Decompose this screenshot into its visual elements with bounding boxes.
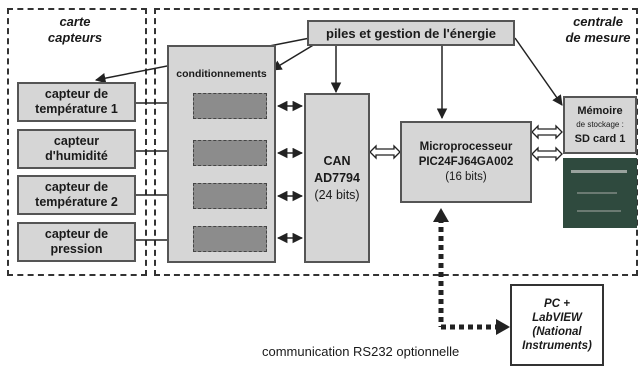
sensor-board-label-line2: capteurs: [47, 30, 103, 45]
adc-line3: (24 bits): [314, 187, 360, 202]
memory-box: Mémoire de stockage : SD card 1: [563, 96, 637, 154]
memory-line1: Mémoire: [577, 105, 623, 117]
sensor-temperature-1: capteur de température 1: [17, 82, 136, 122]
sensor-board-label-line1: carte: [59, 14, 91, 29]
sensor-humidity-line2: d'humidité: [45, 149, 108, 163]
rs232-caption-text: communication RS232 optionnelle: [262, 344, 460, 359]
power-to-memory-arrow: [514, 37, 563, 106]
mcu-display-bus-arrow: [531, 146, 563, 162]
sensor-pressure-line2: pression: [50, 242, 103, 256]
sensor-pressure: capteur de pression: [17, 222, 136, 262]
sensor-pressure-line1: capteur de: [44, 227, 109, 241]
sensor-temperature-2-line2: température 2: [35, 195, 118, 209]
conditioning-cell-1: [193, 93, 267, 119]
measurement-unit-region: [154, 8, 638, 276]
conditioning-cell-3: [193, 183, 267, 209]
mcu-memory-bus-arrow: [531, 124, 563, 140]
rs232-right-arrowhead: [496, 319, 510, 335]
sensor-temperature-2: capteur de température 2: [17, 175, 136, 215]
pc-line3: (National: [532, 326, 582, 338]
sensor-temperature-1-line2: température 1: [35, 102, 118, 116]
measurement-unit-label-line2: de mesure: [565, 30, 631, 45]
pc-labview-box: PC + LabVIEW (National Instruments): [510, 284, 604, 366]
sensor-humidity-line1: capteur: [53, 134, 100, 148]
conditioning-cell-2: [193, 140, 267, 166]
memory-line2: de stockage :: [576, 120, 624, 129]
rs232-caption: communication RS232 optionnelle: [262, 344, 512, 359]
measurement-unit-label-line1: centrale: [573, 14, 623, 29]
rs232-top-arrowhead: [433, 208, 449, 222]
sensor-humidity: capteur d'humidité: [17, 129, 136, 169]
conditioning-label: conditionnements: [176, 68, 267, 80]
pc-line2: LabVIEW: [532, 312, 582, 324]
microprocessor-line2: PIC24FJ64GA002: [418, 155, 514, 168]
memory-line3: SD card 1: [574, 133, 626, 145]
sensor-board-region: [7, 8, 147, 276]
power-management-box: piles et gestion de l'énergie: [307, 20, 515, 46]
conditioning-cell-4: [193, 226, 267, 252]
microprocessor-line1: Microprocesseur: [419, 140, 513, 153]
pc-line1: PC +: [544, 298, 570, 310]
sensor-temperature-2-line1: capteur de: [44, 180, 109, 194]
display-scribble-2: [577, 192, 617, 194]
sensor-board-label: carte capteurs: [30, 14, 120, 46]
display-scribble-3: [577, 210, 621, 212]
sensor-temperature-1-line1: capteur de: [44, 87, 109, 101]
adc-box: CAN AD7794 (24 bits): [304, 93, 370, 263]
pc-line4: Instruments): [522, 340, 592, 352]
display-scribble-1: [571, 170, 627, 173]
display-block: [563, 158, 637, 228]
power-management-label: piles et gestion de l'énergie: [326, 25, 496, 41]
adc-mcu-bus-arrow: [369, 144, 401, 160]
microprocessor-box: Microprocesseur PIC24FJ64GA002 (16 bits): [400, 121, 532, 203]
adc-line1: CAN: [323, 153, 351, 168]
microprocessor-line3: (16 bits): [445, 170, 487, 183]
adc-line2: AD7794: [314, 170, 360, 185]
measurement-unit-label: centrale de mesure: [560, 14, 636, 46]
